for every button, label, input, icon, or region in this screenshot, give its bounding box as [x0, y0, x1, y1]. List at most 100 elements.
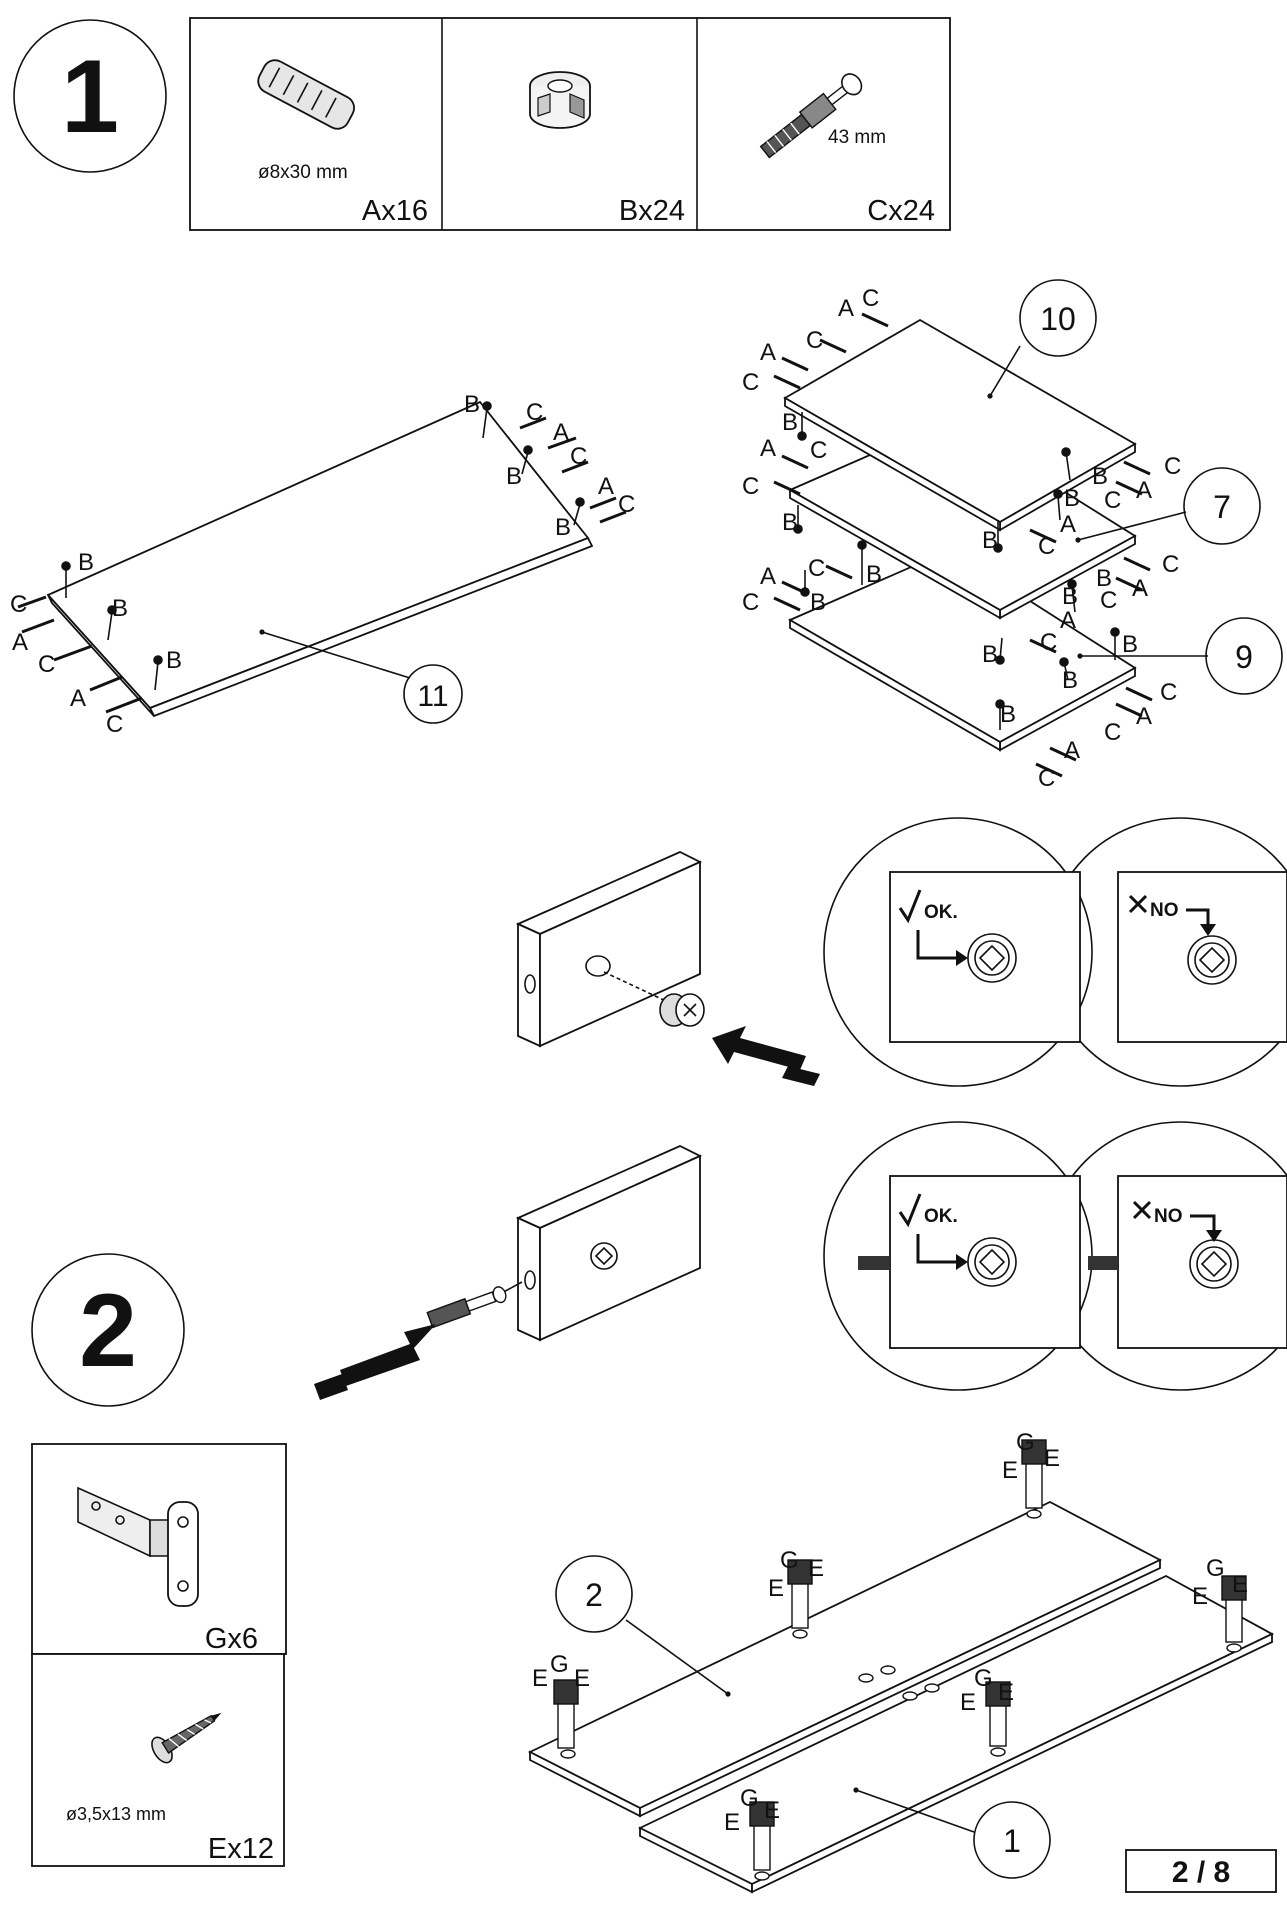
label-c: C: [10, 591, 27, 618]
label-e: E: [808, 1555, 824, 1582]
label-g: G: [974, 1665, 993, 1692]
panel-11-number: 11: [417, 680, 448, 713]
label-e: E: [1002, 1457, 1018, 1484]
label-c: C: [1040, 629, 1057, 656]
step-1-number: 1: [61, 39, 119, 155]
label-a: A: [1060, 607, 1076, 634]
step-2-number: 2: [79, 1273, 137, 1389]
label-e: E: [532, 1665, 548, 1692]
label-e: E: [1192, 1583, 1208, 1610]
panel-11-assembly: 11 B B B C A C: [10, 391, 635, 738]
label-b: B: [1064, 485, 1080, 512]
label-c: C: [1038, 533, 1055, 560]
label-g: G: [740, 1785, 759, 1812]
ok-marker-bolt: OK.: [898, 1193, 968, 1270]
label-a: A: [1064, 737, 1080, 764]
label-c: C: [742, 589, 759, 616]
label-b: B: [1092, 463, 1108, 490]
panels-10-7-9-assembly: A C C A C B C A C B C A C B B B C A C B …: [742, 279, 1283, 792]
label-b: B: [866, 561, 882, 588]
screw-quantity: Ex12: [208, 1833, 274, 1865]
page-number: 2 / 8: [1172, 1856, 1230, 1889]
cam-bolt-insertion-detail: OK. NO: [314, 1121, 1287, 1400]
label-e: E: [574, 1665, 590, 1692]
label-c: C: [526, 399, 543, 426]
label-b: B: [1122, 631, 1138, 658]
cam-dial-ok: [967, 933, 1017, 983]
cam-lock-insertion-detail: OK. NO: [515, 817, 1287, 1087]
ok-label: OK.: [924, 902, 958, 923]
label-e: E: [764, 1797, 780, 1824]
label-c: C: [1100, 587, 1117, 614]
label-e: E: [724, 1809, 740, 1836]
label-e: E: [960, 1689, 976, 1716]
label-b: B: [1062, 583, 1078, 610]
label-g: G: [1206, 1555, 1225, 1582]
label-c: C: [806, 327, 823, 354]
label-e: E: [998, 1679, 1014, 1706]
cam-bolt-quantity: Cx24: [867, 195, 935, 227]
screw-size-label: ø3,5x13 mm: [66, 1804, 166, 1824]
cam-lock-icon: [529, 71, 591, 129]
label-g: G: [1016, 1429, 1035, 1456]
page-number-box: 2 / 8: [1125, 1849, 1277, 1893]
label-c: C: [1160, 679, 1177, 706]
parts-table-step2: Gx6 ø3,5x13 mm Ex12: [31, 1443, 287, 1867]
label-b: B: [112, 595, 128, 622]
screw-icon: [151, 1712, 222, 1764]
label-a: A: [598, 473, 614, 500]
cam-bolt-icon: [759, 73, 863, 159]
panel-2-number: 2: [585, 1577, 603, 1613]
label-b: B: [782, 409, 798, 436]
cam-lock-quantity: Bx24: [619, 195, 685, 227]
label-a: A: [1132, 575, 1148, 602]
label-b: B: [555, 514, 571, 541]
label-b: B: [1062, 667, 1078, 694]
label-b: B: [464, 391, 480, 418]
label-c: C: [618, 491, 635, 518]
label-c: C: [1162, 551, 1179, 578]
label-c: C: [570, 443, 587, 470]
label-b: B: [506, 463, 522, 490]
label-b: B: [810, 589, 826, 616]
label-a: A: [760, 339, 776, 366]
hinge-icon: [77, 1486, 199, 1607]
panel-1-number: 1: [1003, 1823, 1021, 1859]
label-a: A: [1136, 703, 1152, 730]
no-label: NO: [1154, 1206, 1183, 1227]
parts-table-step1: ø8x30 mm Ax16 Bx24 43 mm Cx24: [189, 17, 951, 231]
label-g: G: [550, 1651, 569, 1678]
label-b: B: [982, 527, 998, 554]
label-c: C: [1038, 765, 1055, 792]
label-c: C: [38, 651, 55, 678]
panel-7-number: 7: [1213, 489, 1231, 525]
label-a: A: [760, 563, 776, 590]
dowel-icon: [257, 59, 355, 130]
panel-9-number: 9: [1235, 639, 1253, 675]
label-b: B: [1000, 701, 1016, 728]
label-b: B: [782, 509, 798, 536]
label-a: A: [70, 685, 86, 712]
no-marker: NO: [1128, 894, 1216, 936]
no-label: NO: [1150, 900, 1179, 921]
cam-dial-no-bolt: [1189, 1239, 1239, 1289]
ok-marker: OK.: [898, 889, 968, 966]
label-c: C: [862, 285, 879, 312]
door-panels-assembly: G E E G E E G E E G E E G E E G E E 2 1: [527, 1429, 1274, 1894]
label-c: C: [742, 369, 759, 396]
label-e: E: [768, 1575, 784, 1602]
cam-bolt-size-label: 43 mm: [828, 127, 886, 148]
dowel-size-label: ø8x30 mm: [258, 162, 348, 183]
label-a: A: [838, 295, 854, 322]
label-b: B: [982, 641, 998, 668]
label-e: E: [1232, 1571, 1248, 1598]
label-c: C: [106, 711, 123, 738]
label-a: A: [760, 435, 776, 462]
label-a: A: [12, 629, 28, 656]
step-2-badge: 2: [31, 1253, 185, 1407]
label-c: C: [742, 473, 759, 500]
label-c: C: [1164, 453, 1181, 480]
label-b: B: [1096, 565, 1112, 592]
label-b: B: [166, 647, 182, 674]
